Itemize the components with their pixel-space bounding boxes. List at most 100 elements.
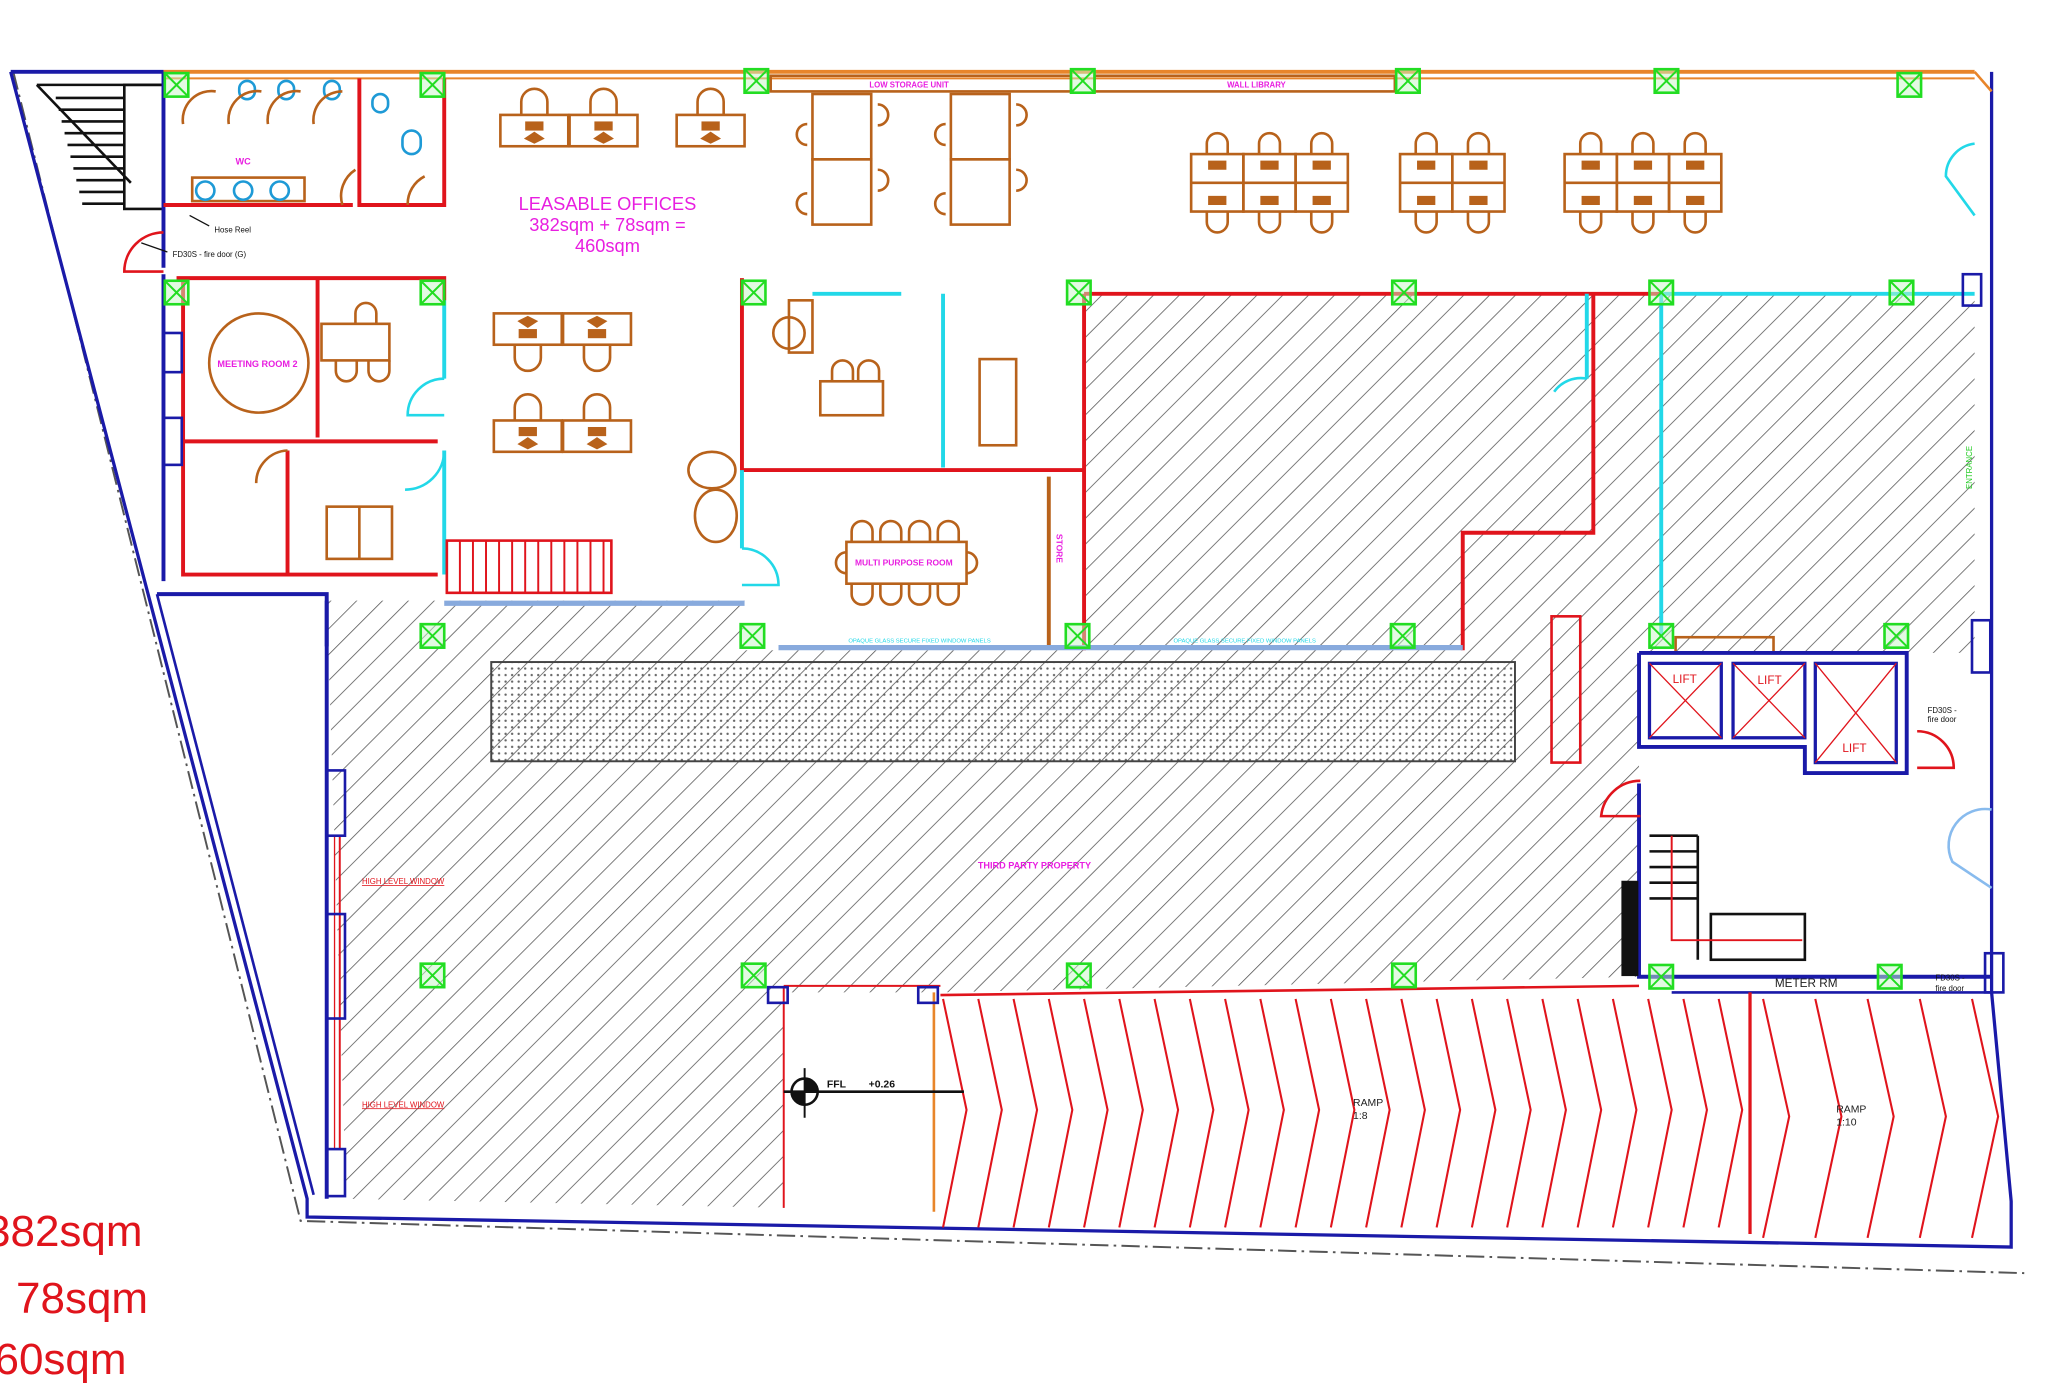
column-marker xyxy=(163,279,190,306)
ramp-chevron xyxy=(1611,998,1638,1228)
label-lift-2: LIFT xyxy=(1758,674,1782,687)
label-hose-reel: Hose Reel xyxy=(214,225,251,234)
label-glass-panels-1: OPAQUE GLASS SECURE FIXED WINDOW PANELS xyxy=(848,638,990,644)
label-fire-door-1b: fire door xyxy=(1928,715,1957,724)
area-summary-additional: 78sqm xyxy=(16,1274,149,1323)
plan-area-total: 460sqm xyxy=(575,235,640,256)
room-label-meter: METER RM xyxy=(1775,977,1838,990)
label-ffl-value: +0.26 xyxy=(869,1080,896,1091)
column-marker xyxy=(1648,622,1675,649)
ramp-chevron xyxy=(1506,998,1532,1228)
ramp-chevron xyxy=(1717,998,1744,1228)
ramp-chevron xyxy=(1400,998,1426,1228)
room-label-multi-purpose: MULTI PURPOSE ROOM xyxy=(855,557,953,567)
ramp-chevron xyxy=(942,998,968,1228)
ramp-chevron xyxy=(1647,998,1673,1228)
red-stair-treads xyxy=(458,540,605,593)
ramp-chevron xyxy=(1435,998,1462,1228)
ffl-level-marker xyxy=(783,1068,964,1118)
column-marker xyxy=(419,71,446,98)
label-ramp-1-ratio: 1:8 xyxy=(1353,1111,1368,1122)
room-label-third-party: THIRD PARTY PROPERTY xyxy=(978,860,1091,870)
label-lift-3: LIFT xyxy=(1842,742,1866,755)
label-fire-door-2a: FD30S - xyxy=(1935,974,1965,983)
ramp-chevron xyxy=(1188,998,1215,1228)
column-marker xyxy=(1069,67,1096,95)
label-fire-door-1a: FD30S - xyxy=(1928,706,1958,715)
column-marker xyxy=(1064,622,1091,649)
column-marker xyxy=(1876,963,1903,990)
label-glass-panels-2: OPAQUE GLASS SECURE FIXED WINDOW PANELS xyxy=(1173,638,1315,644)
ramp-chevron xyxy=(1470,998,1497,1228)
ramp-chevron xyxy=(1814,998,1843,1239)
label-ffl: FFL xyxy=(827,1080,847,1091)
label-ramp-2-ratio: 1:10 xyxy=(1836,1118,1857,1129)
stair-top-left xyxy=(35,83,165,211)
column-marker xyxy=(740,279,767,306)
label-fire-door-2b: fire door xyxy=(1935,984,1964,993)
void-dotted-area xyxy=(490,661,1516,763)
column-marker xyxy=(1065,962,1092,989)
label-high-window-1: HIGH LEVEL WINDOW xyxy=(362,877,445,886)
ramp-chevron xyxy=(1259,998,1285,1228)
labels: LEASABLE OFFICES 382sqm + 78sqm = 460sqm… xyxy=(141,80,1974,1129)
ramps xyxy=(766,984,2000,1239)
column-marker xyxy=(1653,67,1680,95)
plan-area-line: 382sqm + 78sqm = xyxy=(529,214,685,235)
ramp-chevron xyxy=(1294,998,1321,1228)
wc-fittings xyxy=(181,79,426,206)
room-label-entrance: ENTRANCE xyxy=(1965,446,1974,489)
area-summary-total: 460sqm xyxy=(0,1335,127,1384)
column-marker xyxy=(1065,279,1092,306)
column-marker xyxy=(419,962,446,989)
office-walls xyxy=(123,71,2005,1198)
ramp-chevron xyxy=(1083,998,1109,1228)
room-label-wc: WC xyxy=(236,157,252,167)
column-marker xyxy=(1896,71,1923,98)
label-low-storage: LOW STORAGE UNIT xyxy=(869,80,949,89)
ramp-chevron xyxy=(1224,998,1250,1228)
area-summary-leasable: 382sqm xyxy=(0,1207,143,1256)
room-label-meeting: MEETING ROOM 2 xyxy=(217,359,297,369)
column-marker xyxy=(1888,279,1915,306)
column-marker xyxy=(163,71,190,98)
ramp-chevron xyxy=(977,998,1003,1228)
lift-3 xyxy=(1813,661,1898,765)
label-wall-library: WALL LIBRARY xyxy=(1227,80,1286,89)
ramp-chevron xyxy=(1918,998,1947,1239)
column-marker xyxy=(1390,279,1418,306)
ramp-chevron xyxy=(1153,998,1180,1228)
column-marker xyxy=(739,622,766,649)
column-marker xyxy=(1390,962,1418,989)
third-party-area xyxy=(326,293,1975,1208)
furniture xyxy=(207,74,1775,1212)
lift-1 xyxy=(1647,661,1723,740)
column-marker xyxy=(1648,279,1675,306)
ramp-chevron xyxy=(1329,998,1356,1228)
column-marker xyxy=(740,962,767,989)
lift-2 xyxy=(1731,661,1807,740)
ramp-chevron xyxy=(1866,998,1895,1239)
ramp-chevron xyxy=(1576,998,1603,1228)
ramp-chevron xyxy=(1118,998,1144,1228)
ramp-chevron xyxy=(1365,998,1391,1228)
column-marker xyxy=(419,279,446,306)
ramp-chevron xyxy=(1970,998,2000,1239)
label-ramp-1: RAMP xyxy=(1353,1098,1383,1109)
ramp-chevron xyxy=(1682,998,1708,1228)
room-label-store: STORE xyxy=(1055,534,1065,563)
column-marker xyxy=(1648,963,1675,990)
ramp-chevron xyxy=(1541,998,1567,1228)
lift-core xyxy=(1599,650,1992,994)
label-lift-1: LIFT xyxy=(1673,673,1697,686)
label-high-window-2: HIGH LEVEL WINDOW xyxy=(362,1100,445,1109)
column-marker xyxy=(743,67,770,95)
column-marker xyxy=(1394,67,1421,95)
ramp-chevron xyxy=(1762,998,1791,1239)
column-marker xyxy=(419,622,446,649)
plan-title: LEASABLE OFFICES xyxy=(519,193,697,214)
label-ramp-2: RAMP xyxy=(1836,1105,1866,1116)
label-fire-door-g: FD30S - fire door (G) xyxy=(173,250,247,259)
column-marker xyxy=(1389,622,1416,649)
